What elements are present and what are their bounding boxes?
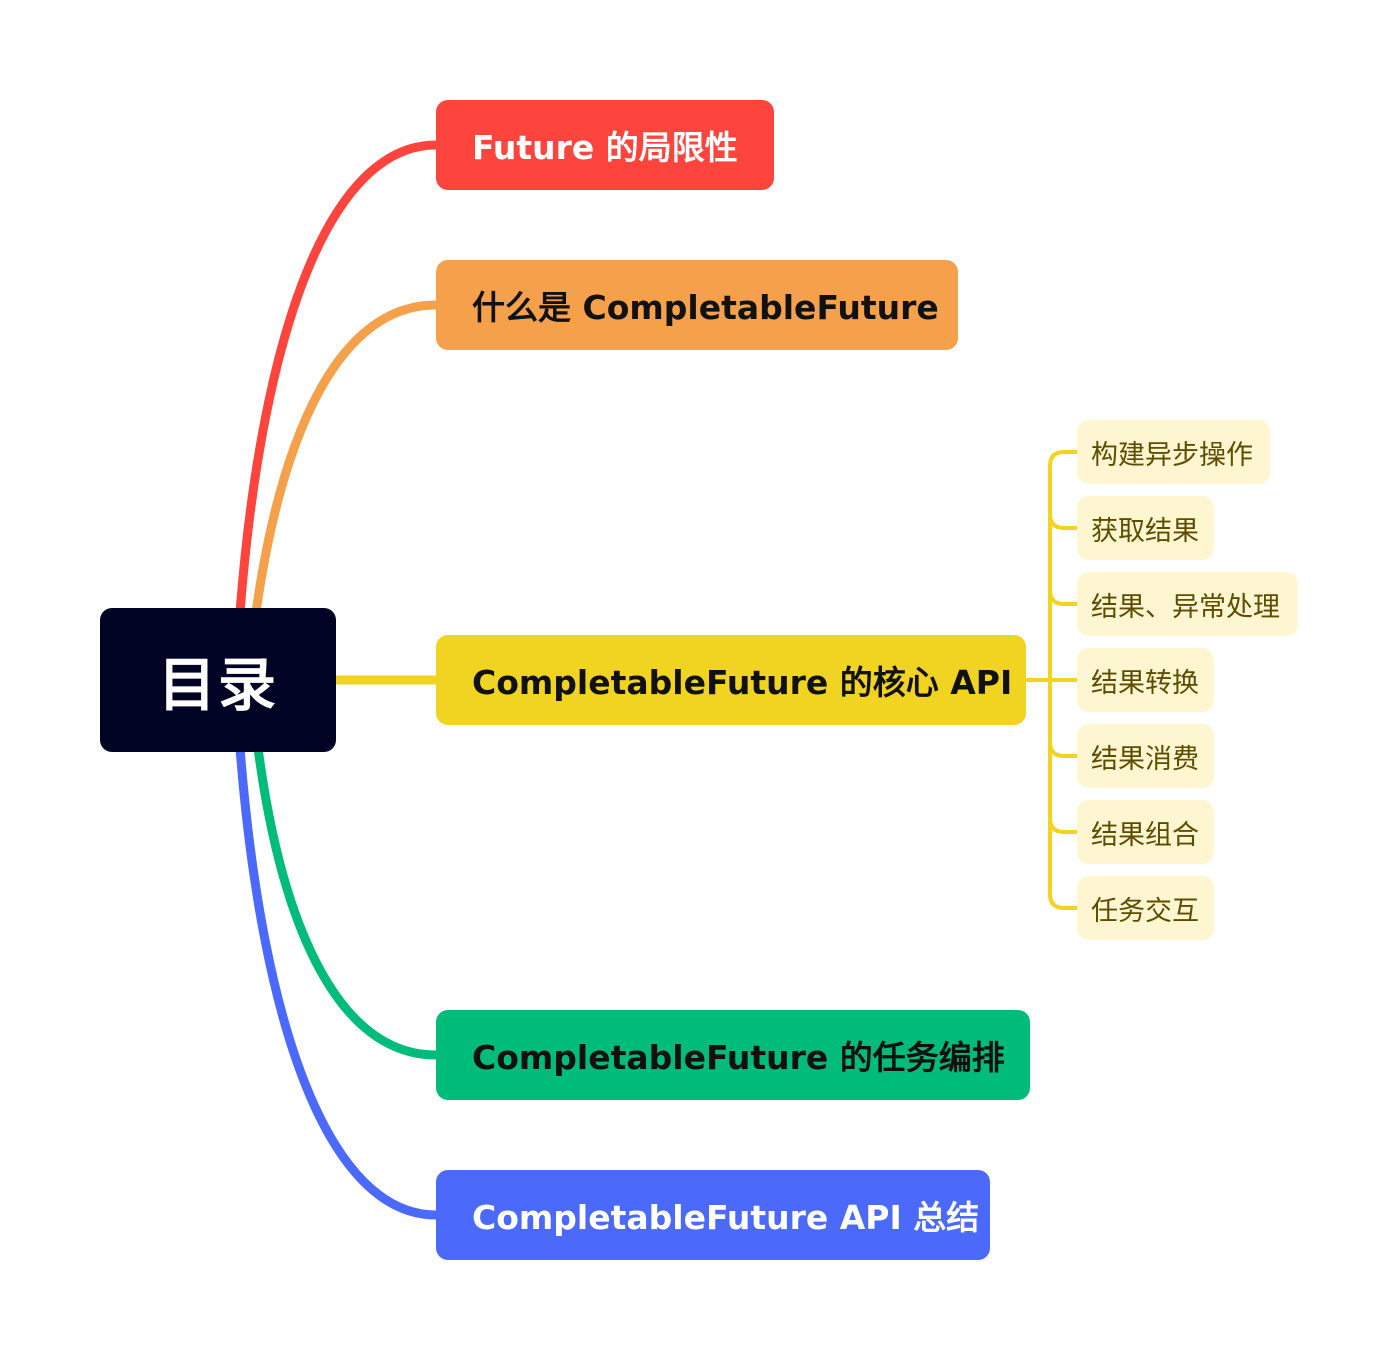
branch-api-summary[interactable]: CompletableFuture API 总结 — [436, 1170, 990, 1260]
root-label: 目录 — [157, 651, 278, 719]
branch-what-is-completablefuture[interactable]: 什么是 CompletableFuture — [436, 260, 958, 350]
connector-branch-2 — [251, 300, 441, 617]
sub-node-task-interaction[interactable]: 任务交互 — [1077, 876, 1214, 940]
branch-label: 什么是 CompletableFuture — [472, 288, 939, 327]
branch-label: CompletableFuture 的任务编排 — [472, 1038, 1005, 1077]
connector-branch-4 — [253, 743, 441, 1060]
sub-node-label: 构建异步操作 — [1091, 439, 1253, 471]
connector-sub-2 — [1048, 513, 1077, 530]
sub-node-result-transform[interactable]: 结果转换 — [1077, 648, 1214, 712]
connector-sub-6 — [1048, 817, 1077, 834]
sub-node-build-async[interactable]: 构建异步操作 — [1077, 420, 1270, 484]
sub-node-label: 获取结果 — [1091, 515, 1199, 547]
branch-future-limitations[interactable]: Future 的局限性 — [436, 100, 774, 190]
branch-core-api[interactable]: CompletableFuture 的核心 API — [436, 635, 1026, 725]
sub-node-exception-handling[interactable]: 结果、异常处理 — [1077, 572, 1298, 636]
sub-node-result-combine[interactable]: 结果组合 — [1077, 800, 1214, 864]
branch-task-orchestration[interactable]: CompletableFuture 的任务编排 — [436, 1010, 1030, 1100]
sub-node-label: 任务交互 — [1091, 895, 1199, 927]
sub-node-label: 结果消费 — [1091, 743, 1199, 775]
branch-label: CompletableFuture API 总结 — [472, 1198, 980, 1237]
sub-node-get-result[interactable]: 获取结果 — [1077, 496, 1214, 560]
connector-branch-1 — [235, 140, 441, 617]
connector-sub-5 — [1048, 741, 1077, 758]
sub-node-label: 结果转换 — [1091, 667, 1199, 699]
branch-label: Future 的局限性 — [472, 128, 738, 167]
connector-branch-5 — [235, 743, 441, 1220]
sub-node-label: 结果组合 — [1091, 819, 1199, 851]
sub-node-result-consume[interactable]: 结果消费 — [1077, 724, 1214, 788]
branch-label: CompletableFuture 的核心 API — [472, 663, 1013, 702]
sub-node-label: 结果、异常处理 — [1091, 591, 1280, 623]
connector-sub-3 — [1048, 589, 1077, 606]
root-node[interactable]: 目录 — [100, 608, 336, 752]
